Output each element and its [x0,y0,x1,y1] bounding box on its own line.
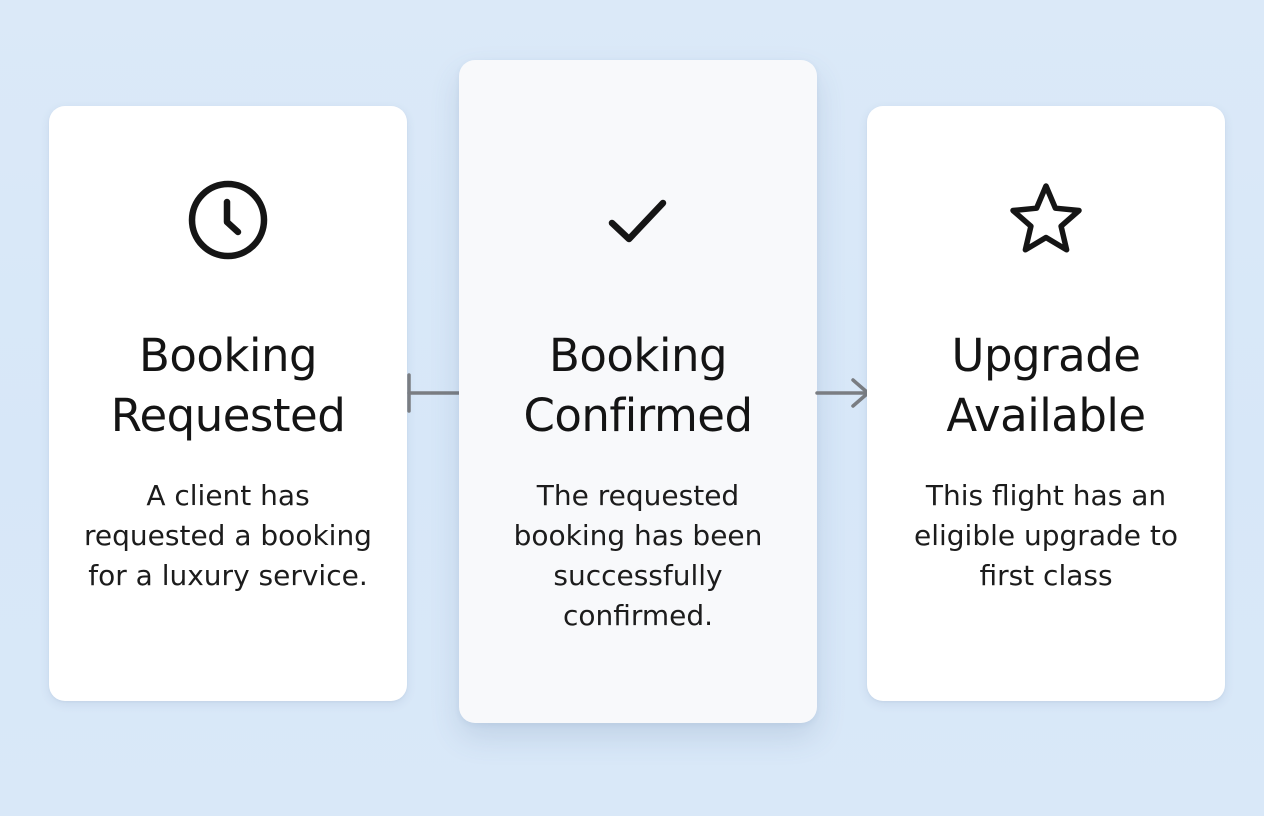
card-title-line: Available [946,389,1146,442]
checkmark-icon [596,181,680,265]
card-title-line: Confirmed [523,389,753,442]
card-description: The requested booking has been successfu… [513,479,763,632]
card-title-line: Upgrade [951,329,1141,382]
arrow-right-icon [815,376,873,410]
card-upgrade-available[interactable]: Upgrade Available This flight has an eli… [867,106,1225,701]
clock-icon [186,178,270,262]
card-title: Booking Confirmed [459,326,817,446]
card-title: Booking Requested [49,326,407,446]
star-icon [1004,178,1088,262]
card-description: This flight has an eligible upgrade to f… [914,479,1178,592]
card-title-line: Booking [548,329,728,382]
card-title: Upgrade Available [867,326,1225,446]
card-booking-requested[interactable]: Booking Requested A client has requested… [49,106,407,701]
connector-bar-icon [404,373,462,413]
card-title-line: Requested [110,389,346,442]
card-booking-confirmed[interactable]: Booking Confirmed The requested booking … [459,60,817,723]
card-description: A client has requested a booking for a l… [84,479,372,592]
card-title-line: Booking [138,329,318,382]
